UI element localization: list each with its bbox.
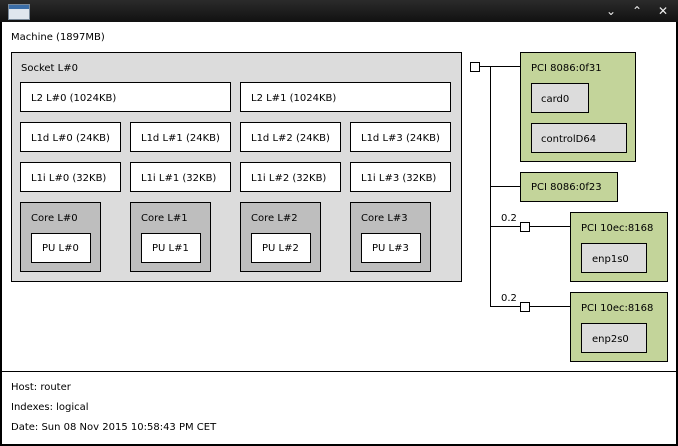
link-speed-label: 0.2 [501,213,517,224]
l1d-cache-label: L1d L#0 (24KB) [31,133,110,144]
host-bridge-connector [470,62,480,72]
maximize-button[interactable]: ⌃ [631,4,643,18]
pu-label: PU L#0 [42,243,79,254]
l1i-cache-1: L1i L#1 (32KB) [130,162,231,192]
machine-label: Machine (1897MB) [11,32,105,43]
bridge-line [530,226,571,227]
osdev-label: enp2s0 [592,334,629,345]
osdev-box: controlD64 [531,123,627,153]
core-label: Core L#2 [251,213,298,224]
core-box-2: Core L#2 PU L#2 [240,202,321,272]
l1d-cache-label: L1d L#2 (24KB) [251,133,330,144]
osdev-label: controlD64 [541,134,597,145]
pci-device-3: PCI 10ec:8168 enp2s0 [570,292,668,362]
socket-label: Socket L#0 [21,63,78,74]
pci-device-label: PCI 10ec:8168 [581,223,654,234]
core-box-3: Core L#3 PU L#3 [350,202,431,272]
pu-label: PU L#3 [372,243,409,254]
title-bar[interactable]: ⌄ ⌃ ✕ [0,0,678,22]
l2-cache-0: L2 L#0 (1024KB) [20,82,231,112]
bridge-line [530,306,571,307]
pu-label: PU L#1 [152,243,189,254]
pci-bridge-connector [520,302,530,312]
core-label: Core L#3 [361,213,408,224]
link-speed-label: 0.2 [501,293,517,304]
bridge-line [490,306,520,307]
pu-box-0: PU L#0 [31,233,91,263]
l1d-cache-label: L1d L#1 (24KB) [141,133,220,144]
pu-label: PU L#2 [262,243,299,254]
pci-device-0: PCI 8086:0f31 card0 controlD64 [520,52,636,162]
topology-canvas: Machine (1897MB) Socket L#0 L2 L#0 (1024… [2,22,676,444]
pci-bridge-connector [520,222,530,232]
app-window-icon [8,4,30,20]
osdev-box: enp2s0 [581,323,647,353]
l1d-cache-0: L1d L#0 (24KB) [20,122,121,152]
close-button[interactable]: ✕ [657,4,669,18]
bridge-line [490,186,521,187]
pci-device-1: PCI 8086:0f23 [520,172,618,202]
l1i-cache-label: L1i L#2 (32KB) [251,173,327,184]
l1i-cache-2: L1i L#2 (32KB) [240,162,341,192]
l2-cache-1: L2 L#1 (1024KB) [240,82,451,112]
core-label: Core L#1 [141,213,188,224]
bridge-line [480,66,521,67]
l1d-cache-3: L1d L#3 (24KB) [350,122,451,152]
pci-device-label: PCI 8086:0f31 [531,63,602,74]
l2-cache-label: L2 L#0 (1024KB) [31,93,117,104]
minimize-button[interactable]: ⌄ [605,4,617,18]
pci-device-label: PCI 8086:0f23 [531,182,602,193]
l2-cache-label: L2 L#1 (1024KB) [251,93,337,104]
osdev-label: enp1s0 [592,254,629,265]
osdev-box: card0 [531,83,589,113]
osdev-label: card0 [541,94,570,105]
pci-device-2: PCI 10ec:8168 enp1s0 [570,212,668,282]
l1i-cache-label: L1i L#1 (32KB) [141,173,217,184]
pci-device-label: PCI 10ec:8168 [581,303,654,314]
l1d-cache-label: L1d L#3 (24KB) [361,133,440,144]
indexes-label: Indexes: logical [11,402,89,413]
l1i-cache-3: L1i L#3 (32KB) [350,162,451,192]
l1i-cache-label: L1i L#3 (32KB) [361,173,437,184]
l1i-cache-label: L1i L#0 (32KB) [31,173,107,184]
pu-box-2: PU L#2 [251,233,311,263]
l1d-cache-1: L1d L#1 (24KB) [130,122,231,152]
footer-separator [2,371,676,372]
date-label: Date: Sun 08 Nov 2015 10:58:43 PM CET [11,422,217,433]
bridge-line [490,226,520,227]
core-box-0: Core L#0 PU L#0 [20,202,101,272]
l1d-cache-2: L1d L#2 (24KB) [240,122,341,152]
core-box-1: Core L#1 PU L#1 [130,202,211,272]
pu-box-1: PU L#1 [141,233,201,263]
core-label: Core L#0 [31,213,78,224]
pu-box-3: PU L#3 [361,233,421,263]
host-label: Host: router [11,382,71,393]
osdev-box: enp1s0 [581,243,647,273]
l1i-cache-0: L1i L#0 (32KB) [20,162,121,192]
